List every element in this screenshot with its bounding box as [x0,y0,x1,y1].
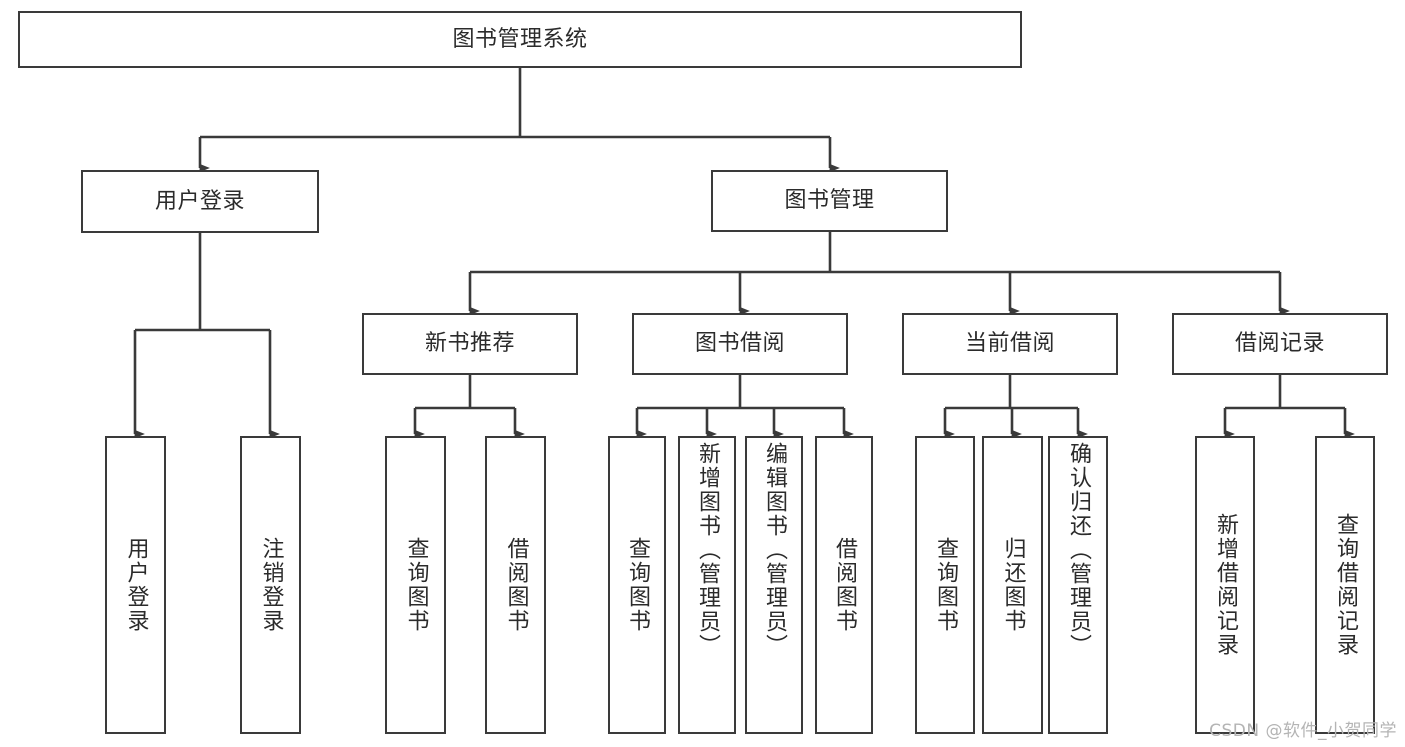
leaf-node-label: 归还图书 [1000,537,1026,633]
leaf-node-label: 查询借阅记录 [1332,513,1358,657]
leaf-node-label: 确认归还（管理员） [1065,442,1091,658]
leaf-node[interactable]: 确认归还（管理员） [1048,436,1108,734]
leaf-node-label: 新增借阅记录 [1212,513,1238,657]
leaf-node[interactable]: 注销登录 [240,436,301,734]
node-book-borrow-label: 图书借阅 [694,331,785,357]
leaf-node-label: 新增图书（管理员） [694,442,720,658]
node-current-borrow[interactable]: 当前借阅 [902,313,1118,375]
leaf-node[interactable]: 借阅图书 [815,436,873,734]
leaf-node-label: 查询图书 [932,537,958,633]
leaf-node[interactable]: 查询图书 [608,436,666,734]
leaf-node-label: 借阅图书 [831,537,857,633]
node-borrow-record[interactable]: 借阅记录 [1172,313,1388,375]
node-book-management-label: 图书管理 [784,188,875,214]
node-book-management[interactable]: 图书管理 [711,170,948,232]
leaf-node-label: 编辑图书（管理员） [761,442,787,658]
leaf-node-label: 用户登录 [123,537,149,633]
leaf-node[interactable]: 编辑图书（管理员） [745,436,803,734]
node-root-system[interactable]: 图书管理系统 [18,11,1022,68]
node-book-borrow[interactable]: 图书借阅 [632,313,848,375]
leaf-node[interactable]: 归还图书 [982,436,1043,734]
node-user-login-label: 用户登录 [154,188,245,214]
node-current-borrow-label: 当前借阅 [964,331,1055,357]
watermark-text: CSDN @软件_小贺同学 [1209,721,1397,741]
node-root-label: 图书管理系统 [452,26,588,52]
leaf-node[interactable]: 查询图书 [915,436,975,734]
leaf-node[interactable]: 用户登录 [105,436,166,734]
node-new-book-recommend[interactable]: 新书推荐 [362,313,578,375]
node-user-login[interactable]: 用户登录 [81,170,319,233]
leaf-node-label: 查询图书 [624,537,650,633]
leaf-node[interactable]: 新增借阅记录 [1195,436,1255,734]
leaf-node[interactable]: 查询图书 [385,436,446,734]
node-borrow-record-label: 借阅记录 [1234,331,1325,357]
node-new-book-recommend-label: 新书推荐 [424,331,515,357]
leaf-node-label: 借阅图书 [503,537,529,633]
leaf-node-label: 查询图书 [403,537,429,633]
leaf-node[interactable]: 借阅图书 [485,436,546,734]
leaf-node[interactable]: 查询借阅记录 [1315,436,1375,734]
leaf-node[interactable]: 新增图书（管理员） [678,436,736,734]
leaf-node-label: 注销登录 [258,537,284,633]
